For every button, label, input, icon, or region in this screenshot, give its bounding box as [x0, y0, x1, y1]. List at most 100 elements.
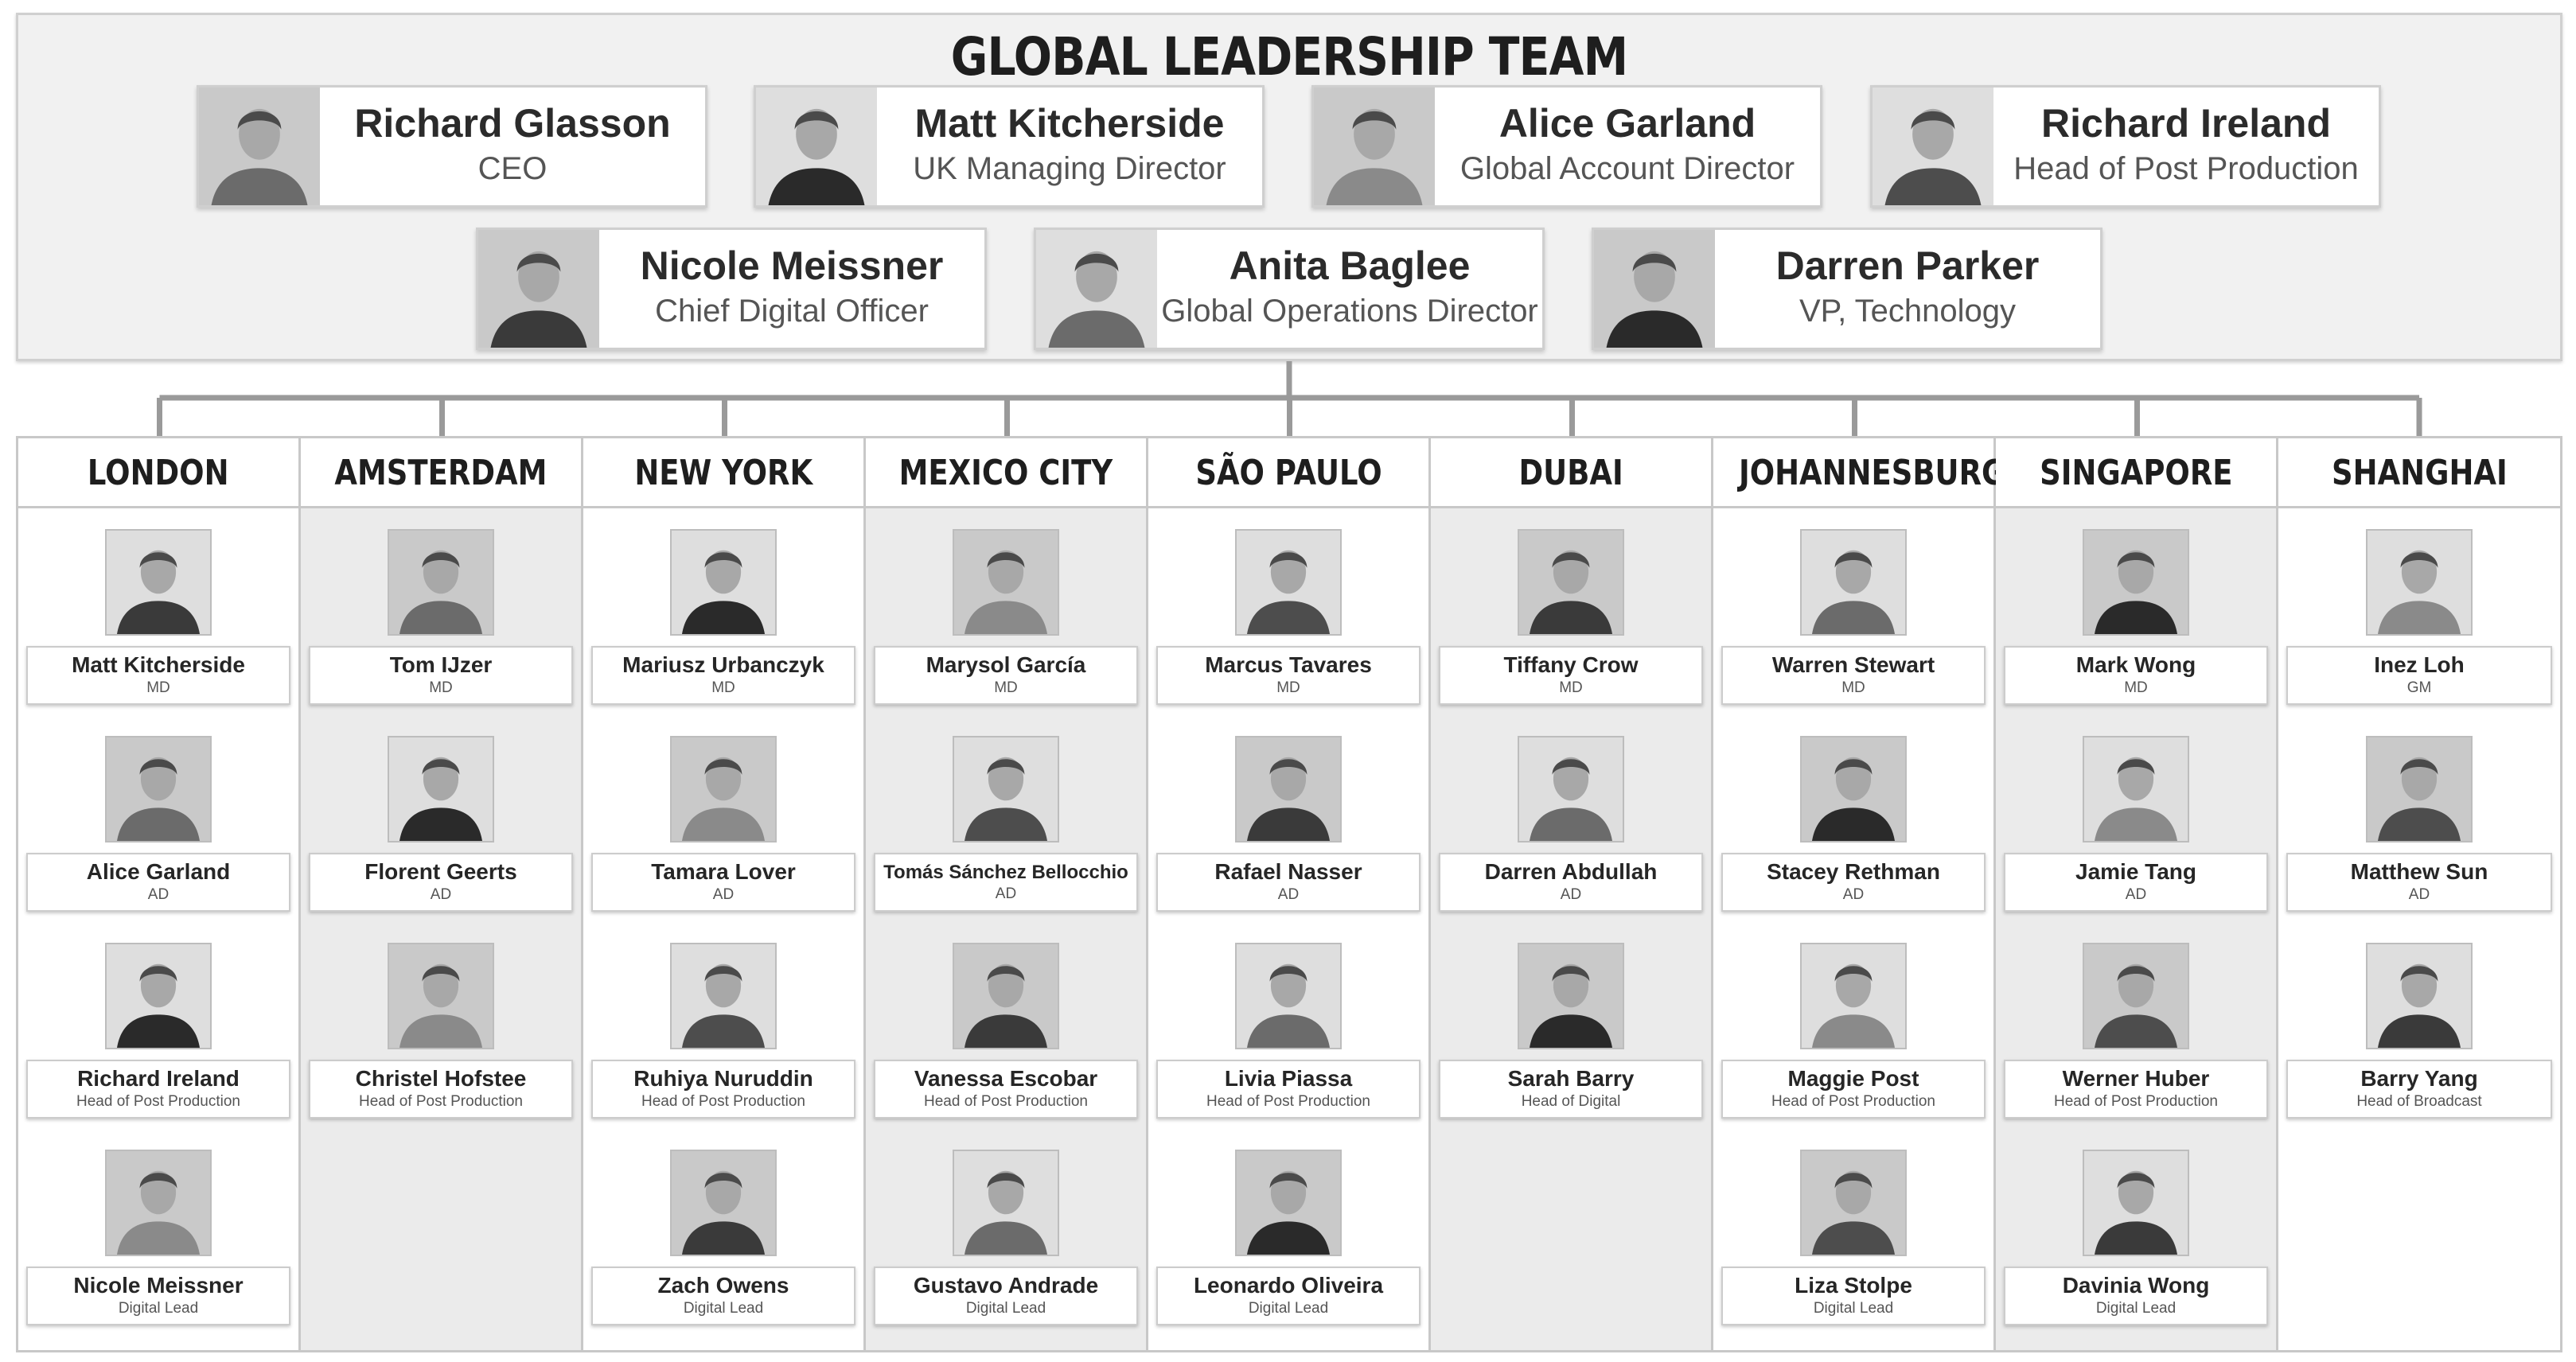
office-name: AMSTERDAM: [301, 438, 581, 508]
member-photo: [105, 943, 212, 1049]
member-photo: [2366, 943, 2473, 1049]
office-name: SINGAPORE: [1996, 438, 2276, 508]
member-role: AD: [147, 886, 170, 903]
member-photo: [1235, 943, 1342, 1049]
member-role: Head of Broadcast: [2356, 1093, 2482, 1110]
member-photo: [2366, 736, 2473, 842]
member-photo: [953, 529, 1059, 636]
office-name: NEW YORK: [583, 438, 863, 508]
member-role: AD: [2125, 886, 2147, 903]
leader-title: Head of Post Production: [2013, 151, 2359, 186]
member-name: Darren Abdullah: [1484, 859, 1658, 884]
member-name: Werner Huber: [2062, 1066, 2210, 1091]
member-photo: [1235, 736, 1342, 842]
member-role: MD: [429, 679, 453, 696]
member-role: Head of Post Production: [76, 1093, 240, 1110]
member-photo: [105, 529, 212, 636]
member-role: MD: [711, 679, 735, 696]
office-name-label: AMSTERDAM: [334, 453, 548, 493]
leader-name: Nicole Meissner: [640, 243, 944, 288]
member-name: Zach Owens: [657, 1273, 789, 1298]
leader-title: VP, Technology: [1799, 294, 2017, 329]
member-name: Leonardo Oliveira: [1193, 1273, 1384, 1298]
member-role: Head of Post Production: [359, 1093, 523, 1110]
office-name-label: LONDON: [88, 453, 229, 493]
member-role: MD: [1559, 679, 1583, 696]
member-name: Davinia Wong: [2062, 1273, 2210, 1298]
org-connector-lines: [157, 361, 2422, 436]
leader-name: Matt Kitcherside: [914, 101, 1225, 146]
member-name: Jamie Tang: [2075, 859, 2196, 884]
leader-name: Anita Baglee: [1229, 243, 1471, 288]
member-name: Sarah Barry: [1507, 1066, 1635, 1091]
member-name: Nicole Meissner: [73, 1273, 244, 1298]
member-name: Barry Yang: [2360, 1066, 2478, 1091]
member-role: AD: [1842, 886, 1865, 903]
member-name: Maggie Post: [1787, 1066, 1919, 1091]
member-name: Marcus Tavares: [1205, 652, 1372, 677]
office-name-label: SINGAPORE: [2039, 453, 2233, 493]
member-photo: [2083, 1150, 2189, 1256]
leader-title: UK Managing Director: [913, 151, 1226, 186]
member-name: Stacey Rethman: [1767, 859, 1940, 884]
member-photo: [670, 736, 777, 842]
leader-title: CEO: [477, 151, 548, 186]
member-photo: [2366, 529, 2473, 636]
member-photo: [1518, 529, 1624, 636]
member-role: AD: [712, 886, 735, 903]
member-name: Tamara Lover: [651, 859, 796, 884]
leader-photo: [1314, 88, 1435, 205]
member-name: Mark Wong: [2075, 652, 2196, 677]
member-photo: [953, 1150, 1059, 1256]
member-name: Tomás Sánchez Bellocchio: [883, 862, 1128, 883]
member-name: Alice Garland: [86, 859, 231, 884]
member-photo: [953, 736, 1059, 842]
member-name: Marysol García: [926, 652, 1086, 677]
leader-name: Alice Garland: [1498, 101, 1756, 146]
member-role: AD: [995, 885, 1017, 902]
member-role: MD: [1841, 679, 1865, 696]
member-photo: [105, 736, 212, 842]
member-name: Rafael Nasser: [1214, 859, 1362, 884]
member-role: Head of Post Production: [641, 1093, 805, 1110]
member-photo: [670, 943, 777, 1049]
member-name: Inez Loh: [2374, 652, 2465, 677]
member-role: Head of Post Production: [924, 1093, 1088, 1110]
member-name: Florent Geerts: [364, 859, 517, 884]
office-name: JOHANNESBURG: [1713, 438, 2005, 508]
member-role: AD: [1277, 886, 1300, 903]
